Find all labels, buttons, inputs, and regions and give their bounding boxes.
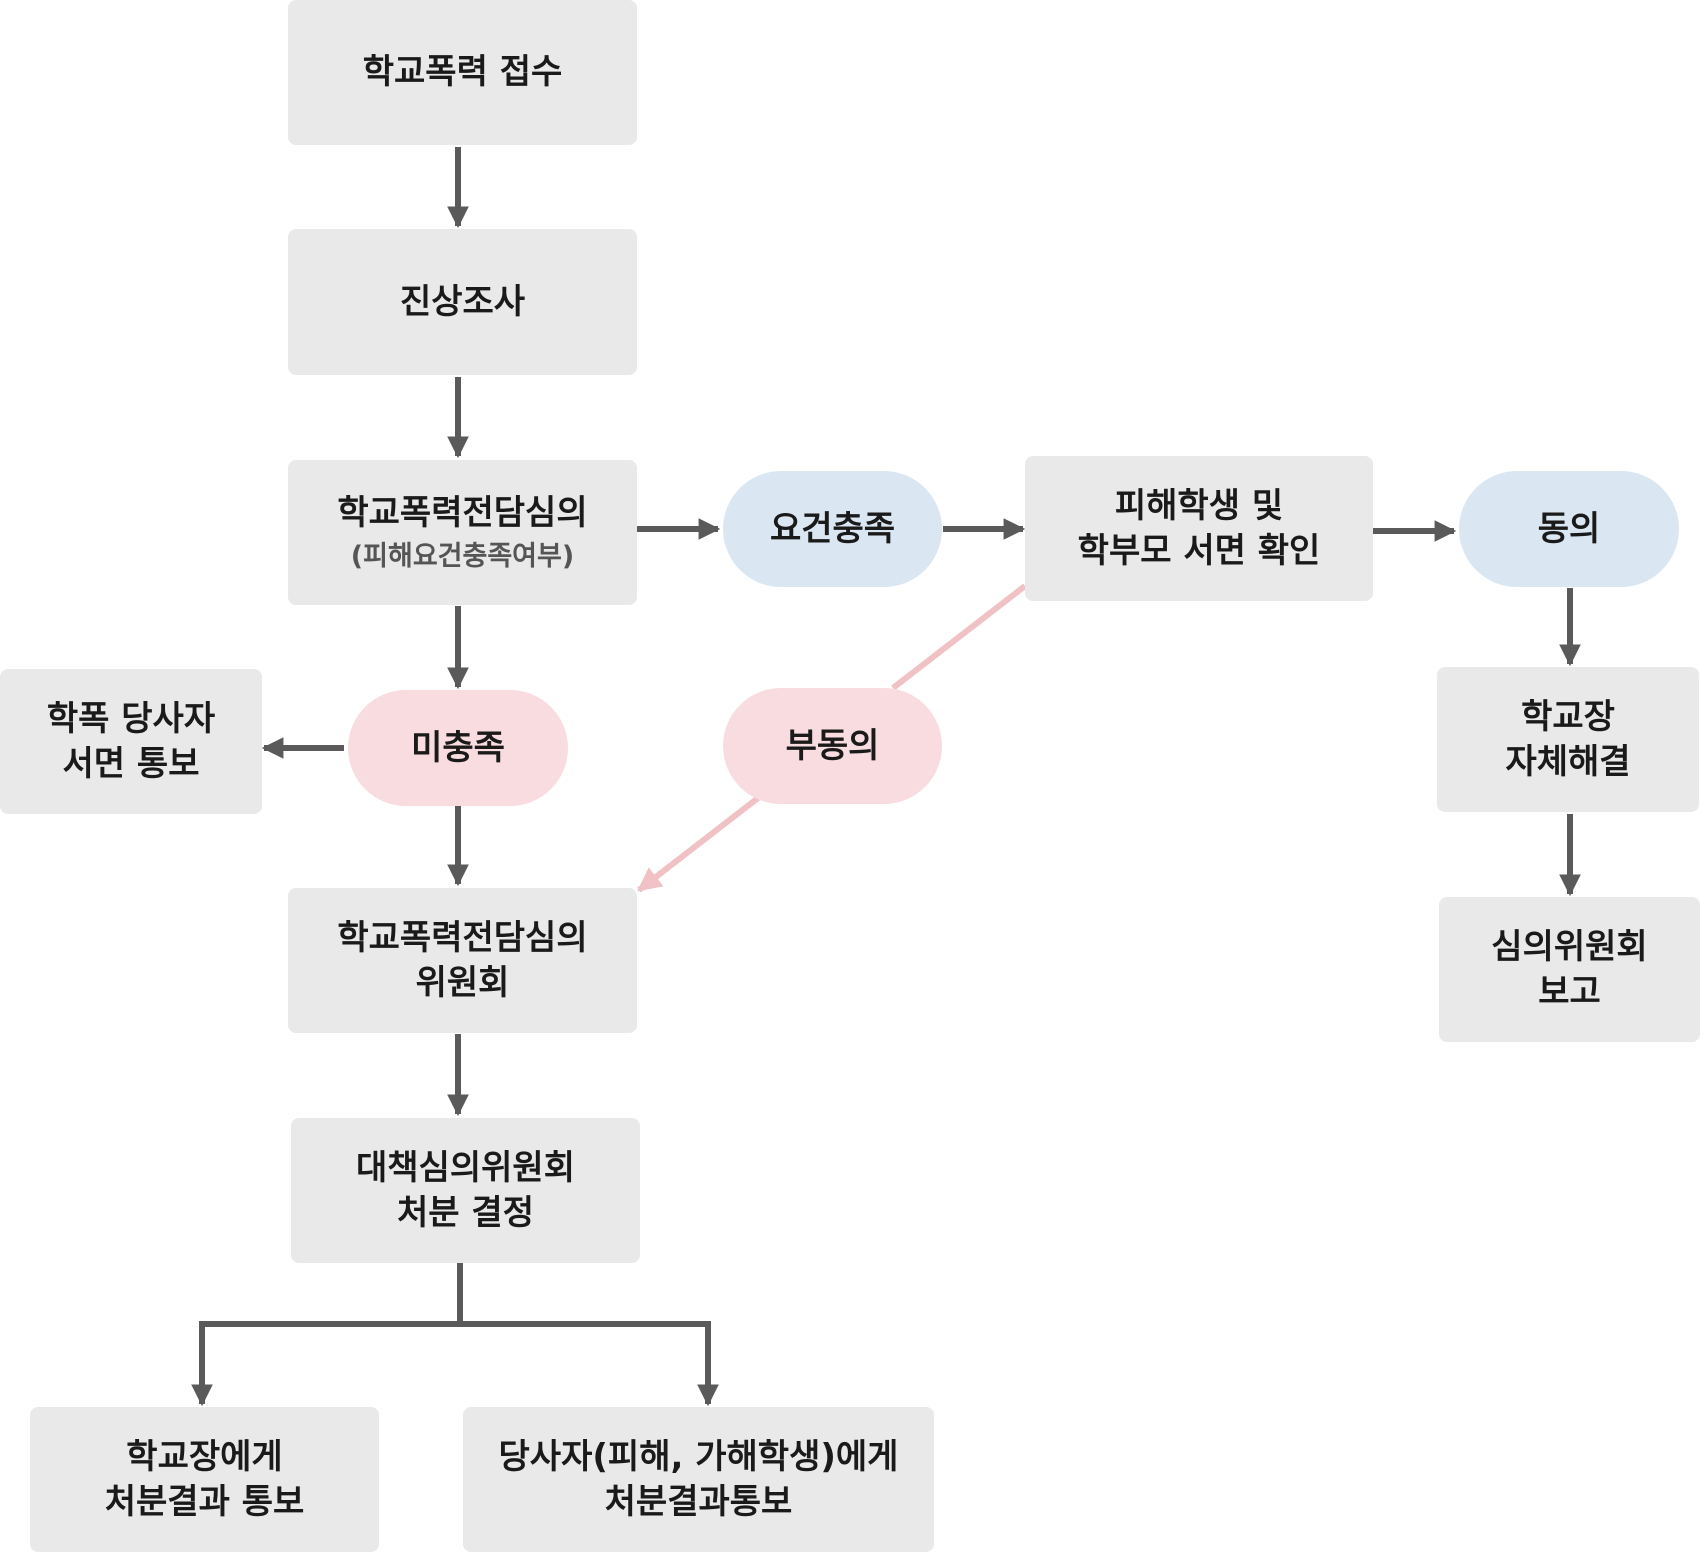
- node-label-line: 학교폭력 접수: [362, 52, 563, 93]
- node-label-line: 처분 결정: [397, 1192, 534, 1233]
- arrow-decision-to-notify-principal: [191, 1263, 463, 1407]
- node-label-line: 미충족: [411, 727, 505, 768]
- node-label-line: 학교폭력전담심의: [337, 492, 588, 533]
- node-label-line: 학교폭력전담심의: [337, 918, 588, 959]
- node-label-line: 피해학생 및: [1114, 486, 1284, 527]
- node-label-line: 보고: [1538, 971, 1601, 1012]
- node-label-line: 동의: [1537, 508, 1601, 549]
- line-confirmation-to-disagree: [891, 583, 1027, 691]
- node-label-line: 심의위원회: [1491, 927, 1648, 968]
- node-agree: 동의: [1459, 471, 1679, 587]
- node-label-line: 당사자(피해, 가해학생)에게: [498, 1437, 899, 1478]
- node-label-line: 서면 통보: [62, 743, 200, 784]
- node-label-line: 학폭 당사자: [46, 699, 216, 740]
- arrow-decision-to-notify-students: [460, 1321, 719, 1407]
- node-label-line: 학교장: [1521, 697, 1615, 738]
- node-receipt: 학교폭력 접수: [288, 0, 637, 145]
- node-label-line: 처분결과통보: [604, 1481, 793, 1522]
- node-disagree: 부동의: [723, 688, 942, 804]
- node-label-line: 처분결과 통보: [104, 1481, 305, 1522]
- node-label-line: 학교장에게: [126, 1437, 283, 1478]
- node-label-line: 요건충족: [769, 508, 896, 549]
- node-label-line: 부동의: [785, 725, 880, 766]
- node-label-line: 자체해결: [1505, 741, 1631, 782]
- node-label-line: 학부모 서면 확인: [1077, 530, 1321, 571]
- node-deliberation: 학교폭력전담심의 (피해요건충족여부): [288, 460, 637, 605]
- node-requirements-met: 요건충족: [723, 471, 942, 587]
- node-label-line: 진상조사: [399, 281, 526, 322]
- node-investigation: 진상조사: [288, 229, 637, 375]
- node-sublabel: (피해요건충족여부): [350, 541, 575, 573]
- node-label-line: 위원회: [415, 962, 510, 1003]
- node-not-met: 미충족: [348, 690, 568, 806]
- node-label-line: 대책심의위원회: [356, 1148, 575, 1189]
- arrow-disagree-to-committee: [637, 795, 760, 893]
